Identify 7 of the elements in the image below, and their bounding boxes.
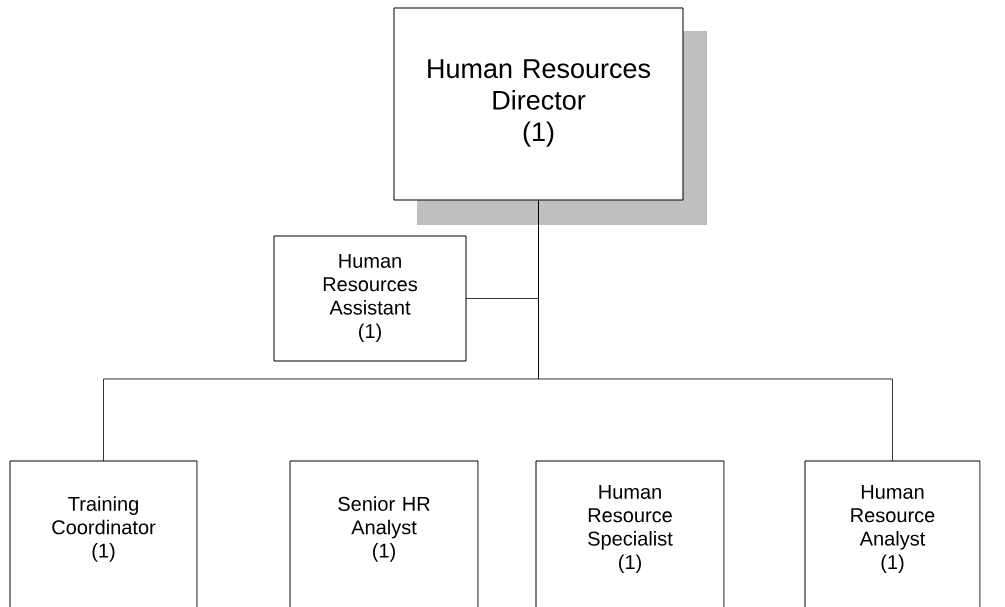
position-box: Training Coordinator (1) bbox=[9, 460, 198, 607]
position-box: Human Resource Analyst (1) bbox=[804, 460, 981, 607]
position-box: Human Resource Specialist (1) bbox=[535, 460, 725, 607]
position-box: Human Resources Director (1) bbox=[393, 7, 707, 225]
connector-line bbox=[538, 199, 893, 462]
position-box: Human Resources Assistant (1) bbox=[273, 235, 467, 362]
position-box: Senior HR Analyst (1) bbox=[289, 460, 479, 607]
